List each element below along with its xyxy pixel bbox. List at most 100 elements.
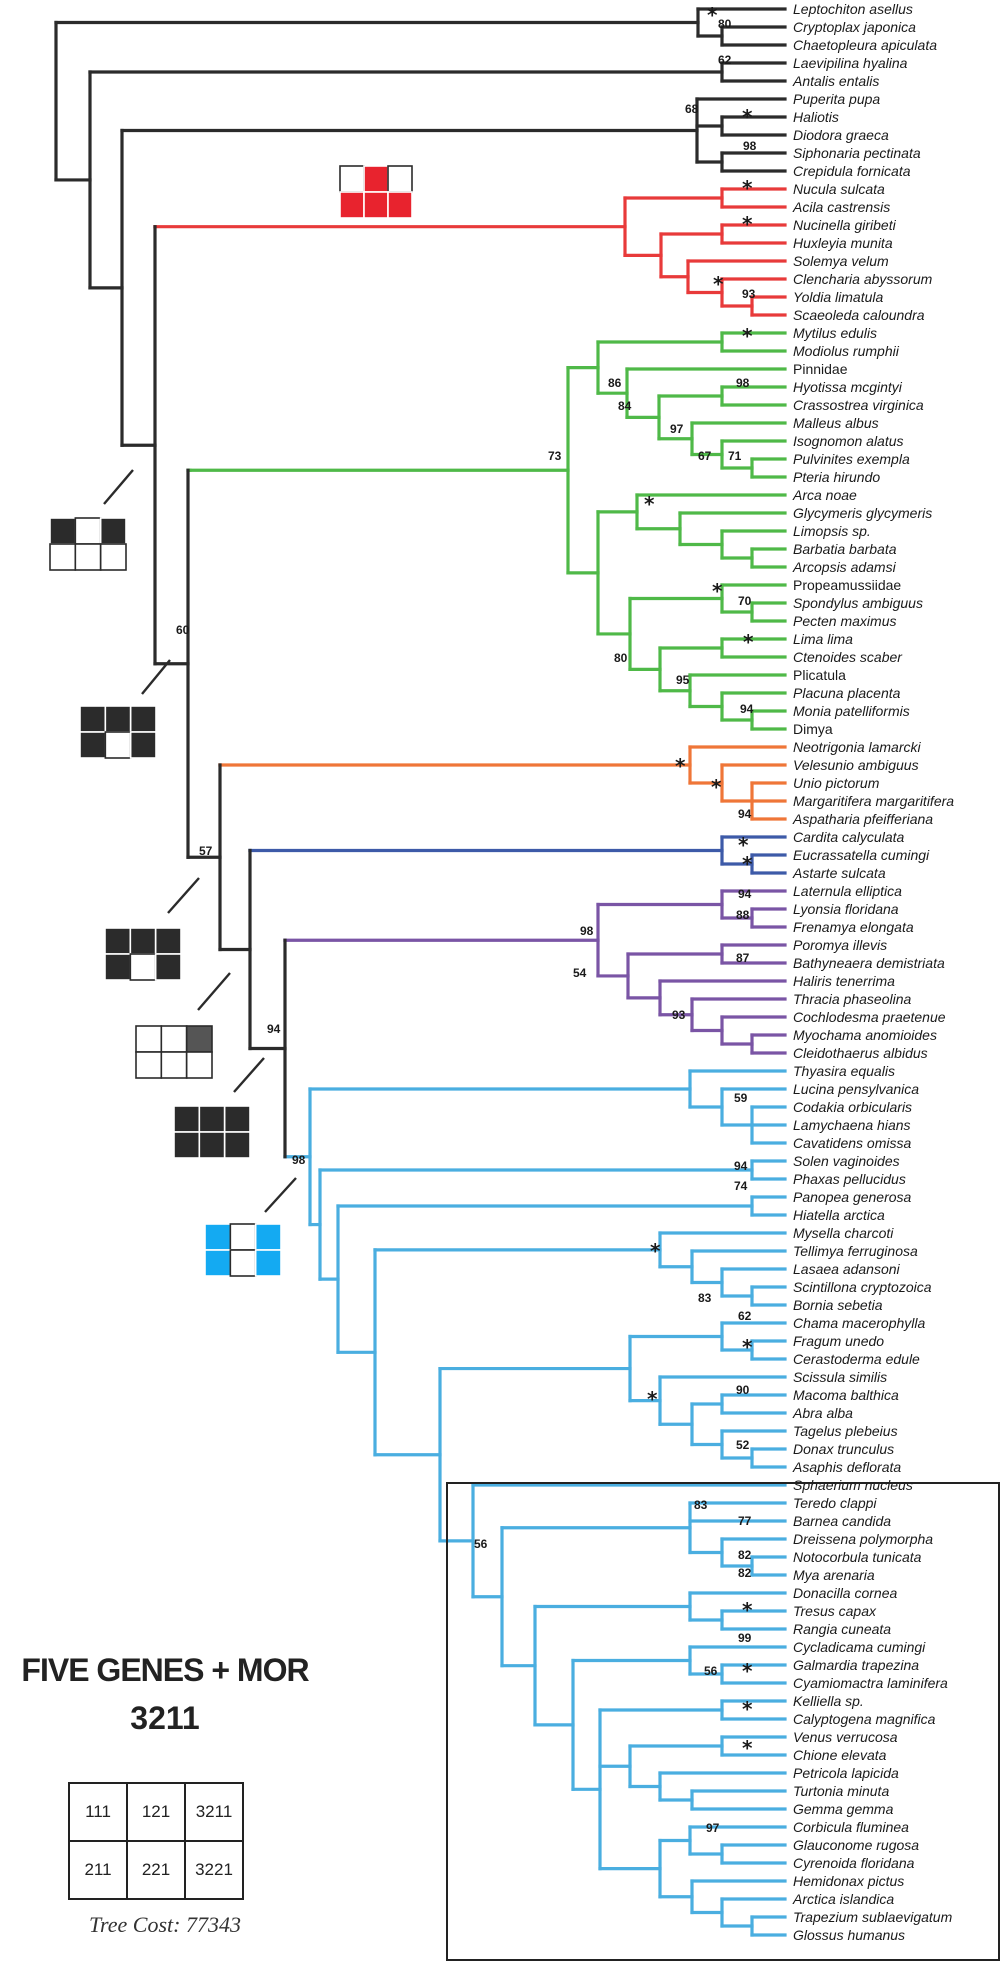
support-star: *	[647, 1387, 658, 1411]
imparidentia-subclade-box	[446, 1482, 1000, 1961]
taxon-label: Mytilus edulis	[793, 325, 877, 341]
support-star: *	[675, 754, 686, 778]
taxon-label: Nucula sulcata	[793, 181, 885, 197]
box-connector	[197, 972, 231, 1011]
taxon-label: Dimya	[793, 721, 833, 737]
state-box	[129, 705, 157, 733]
state-box	[49, 517, 77, 545]
taxon-label: Mysella charcoti	[793, 1225, 894, 1241]
taxon-label: Scaeoleda caloundra	[793, 307, 925, 323]
state-box	[74, 517, 102, 545]
state-box	[129, 953, 157, 981]
state-box	[135, 1051, 163, 1079]
support-value: 83	[694, 1498, 708, 1512]
support-value: 98	[736, 376, 750, 390]
taxon-label: Gemma gemma	[793, 1801, 894, 1817]
taxon-label: Astarte sulcata	[792, 865, 886, 881]
protobranchia-state-box	[339, 191, 365, 219]
state-box	[74, 543, 102, 571]
support-star: *	[713, 272, 724, 296]
taxon-label: Modiolus rumphii	[793, 343, 900, 359]
taxon-label: Pecten maximus	[793, 613, 896, 629]
taxon-label: Abra alba	[792, 1405, 853, 1421]
support-value: 94	[738, 887, 752, 901]
support-value: 94	[738, 807, 752, 821]
taxon-label: Turtonia minuta	[793, 1783, 889, 1799]
taxon-label: Dreissena polymorpha	[793, 1531, 933, 1547]
taxon-label: Lima lima	[793, 631, 853, 647]
taxon-label: Huxleyia munita	[793, 235, 893, 251]
state-box	[79, 705, 107, 733]
protobranchia-state-box	[339, 165, 365, 193]
taxon-label: Cycladicama cumingi	[793, 1639, 926, 1655]
taxon-label: Mya arenaria	[793, 1567, 875, 1583]
support-star: *	[742, 1598, 753, 1622]
tree-cost: Tree Cost: 77343	[89, 1912, 241, 1937]
support-value: 71	[728, 449, 742, 463]
taxon-label: Myochama anomioides	[793, 1027, 937, 1043]
taxon-label: Poromya illevis	[793, 937, 887, 953]
taxon-label: Lasaea adansoni	[793, 1261, 901, 1277]
support-value: 98	[743, 139, 757, 153]
taxon-label: Tagelus plebeius	[793, 1423, 898, 1439]
taxon-label: Notocorbula tunicata	[793, 1549, 922, 1565]
taxon-label: Cyrenoida floridana	[793, 1855, 915, 1871]
taxon-label: Chaetopleura apiculata	[793, 37, 937, 53]
state-box	[160, 1051, 188, 1079]
support-value: 70	[738, 594, 752, 608]
support-value: 99	[738, 1631, 752, 1645]
taxon-label: Arcopsis adamsi	[792, 559, 897, 575]
taxon-label: Haliotis	[793, 109, 839, 125]
taxon-label: Frenamya elongata	[793, 919, 914, 935]
state-box	[223, 1131, 251, 1159]
support-value: 74	[734, 1179, 748, 1193]
taxon-label: Diodora graeca	[793, 127, 889, 143]
taxon-label: Yoldia limatula	[793, 289, 883, 305]
taxon-label: Tellimya ferruginosa	[793, 1243, 918, 1259]
taxon-label: Plicatula	[793, 667, 846, 683]
taxon-label: Propeamussiidae	[793, 577, 901, 593]
support-value: 86	[608, 376, 622, 390]
taxon-label: Lucina pensylvanica	[793, 1081, 919, 1097]
support-star: *	[650, 1239, 661, 1263]
taxon-label: Placuna placenta	[793, 685, 901, 701]
taxon-label: Solen vaginoides	[793, 1153, 900, 1169]
protobranchia-state-box	[363, 165, 389, 193]
taxon-label: Eucrassatella cumingi	[793, 847, 930, 863]
taxon-label: Isognomon alatus	[793, 433, 904, 449]
support-value: 95	[676, 673, 690, 687]
taxon-label: Lyonsia floridana	[793, 901, 899, 917]
support-star: *	[738, 833, 749, 857]
protobranchia-state-box	[387, 165, 413, 193]
support-value: 82	[738, 1566, 752, 1580]
legend-cell: 221	[126, 1840, 186, 1900]
taxon-label: Cochlodesma praetenue	[793, 1009, 946, 1025]
taxon-label: Thracia phaseolina	[793, 991, 912, 1007]
taxon-label: Panopea generosa	[793, 1189, 912, 1205]
taxon-label: Chione elevata	[793, 1747, 887, 1763]
support-value: 83	[698, 1291, 712, 1305]
state-box	[154, 927, 182, 955]
taxon-label: Crepidula fornicata	[793, 163, 911, 179]
taxon-label: Bathyneaera demistriata	[793, 955, 945, 971]
taxon-label: Pteria hirundo	[793, 469, 880, 485]
taxon-label: Spondylus ambiguus	[793, 595, 923, 611]
support-value: 80	[718, 17, 732, 31]
taxon-label: Sphaerium nucleus	[793, 1477, 913, 1493]
state-box	[104, 927, 132, 955]
taxon-label: Phaxas pellucidus	[793, 1171, 906, 1187]
support-value: 82	[738, 1548, 752, 1562]
imparidentia-state-box	[204, 1249, 232, 1277]
support-star: *	[742, 324, 753, 348]
legend-cell: 111	[68, 1782, 128, 1842]
support-value: 94	[734, 1159, 748, 1173]
state-box	[198, 1131, 226, 1159]
taxon-label: Galmardia trapezina	[793, 1657, 919, 1673]
support-value: 98	[292, 1153, 306, 1167]
support-star: *	[742, 1697, 753, 1721]
support-star: *	[712, 579, 723, 603]
legend-cell: 211	[68, 1840, 128, 1900]
taxon-label: Unio pictorum	[793, 775, 880, 791]
